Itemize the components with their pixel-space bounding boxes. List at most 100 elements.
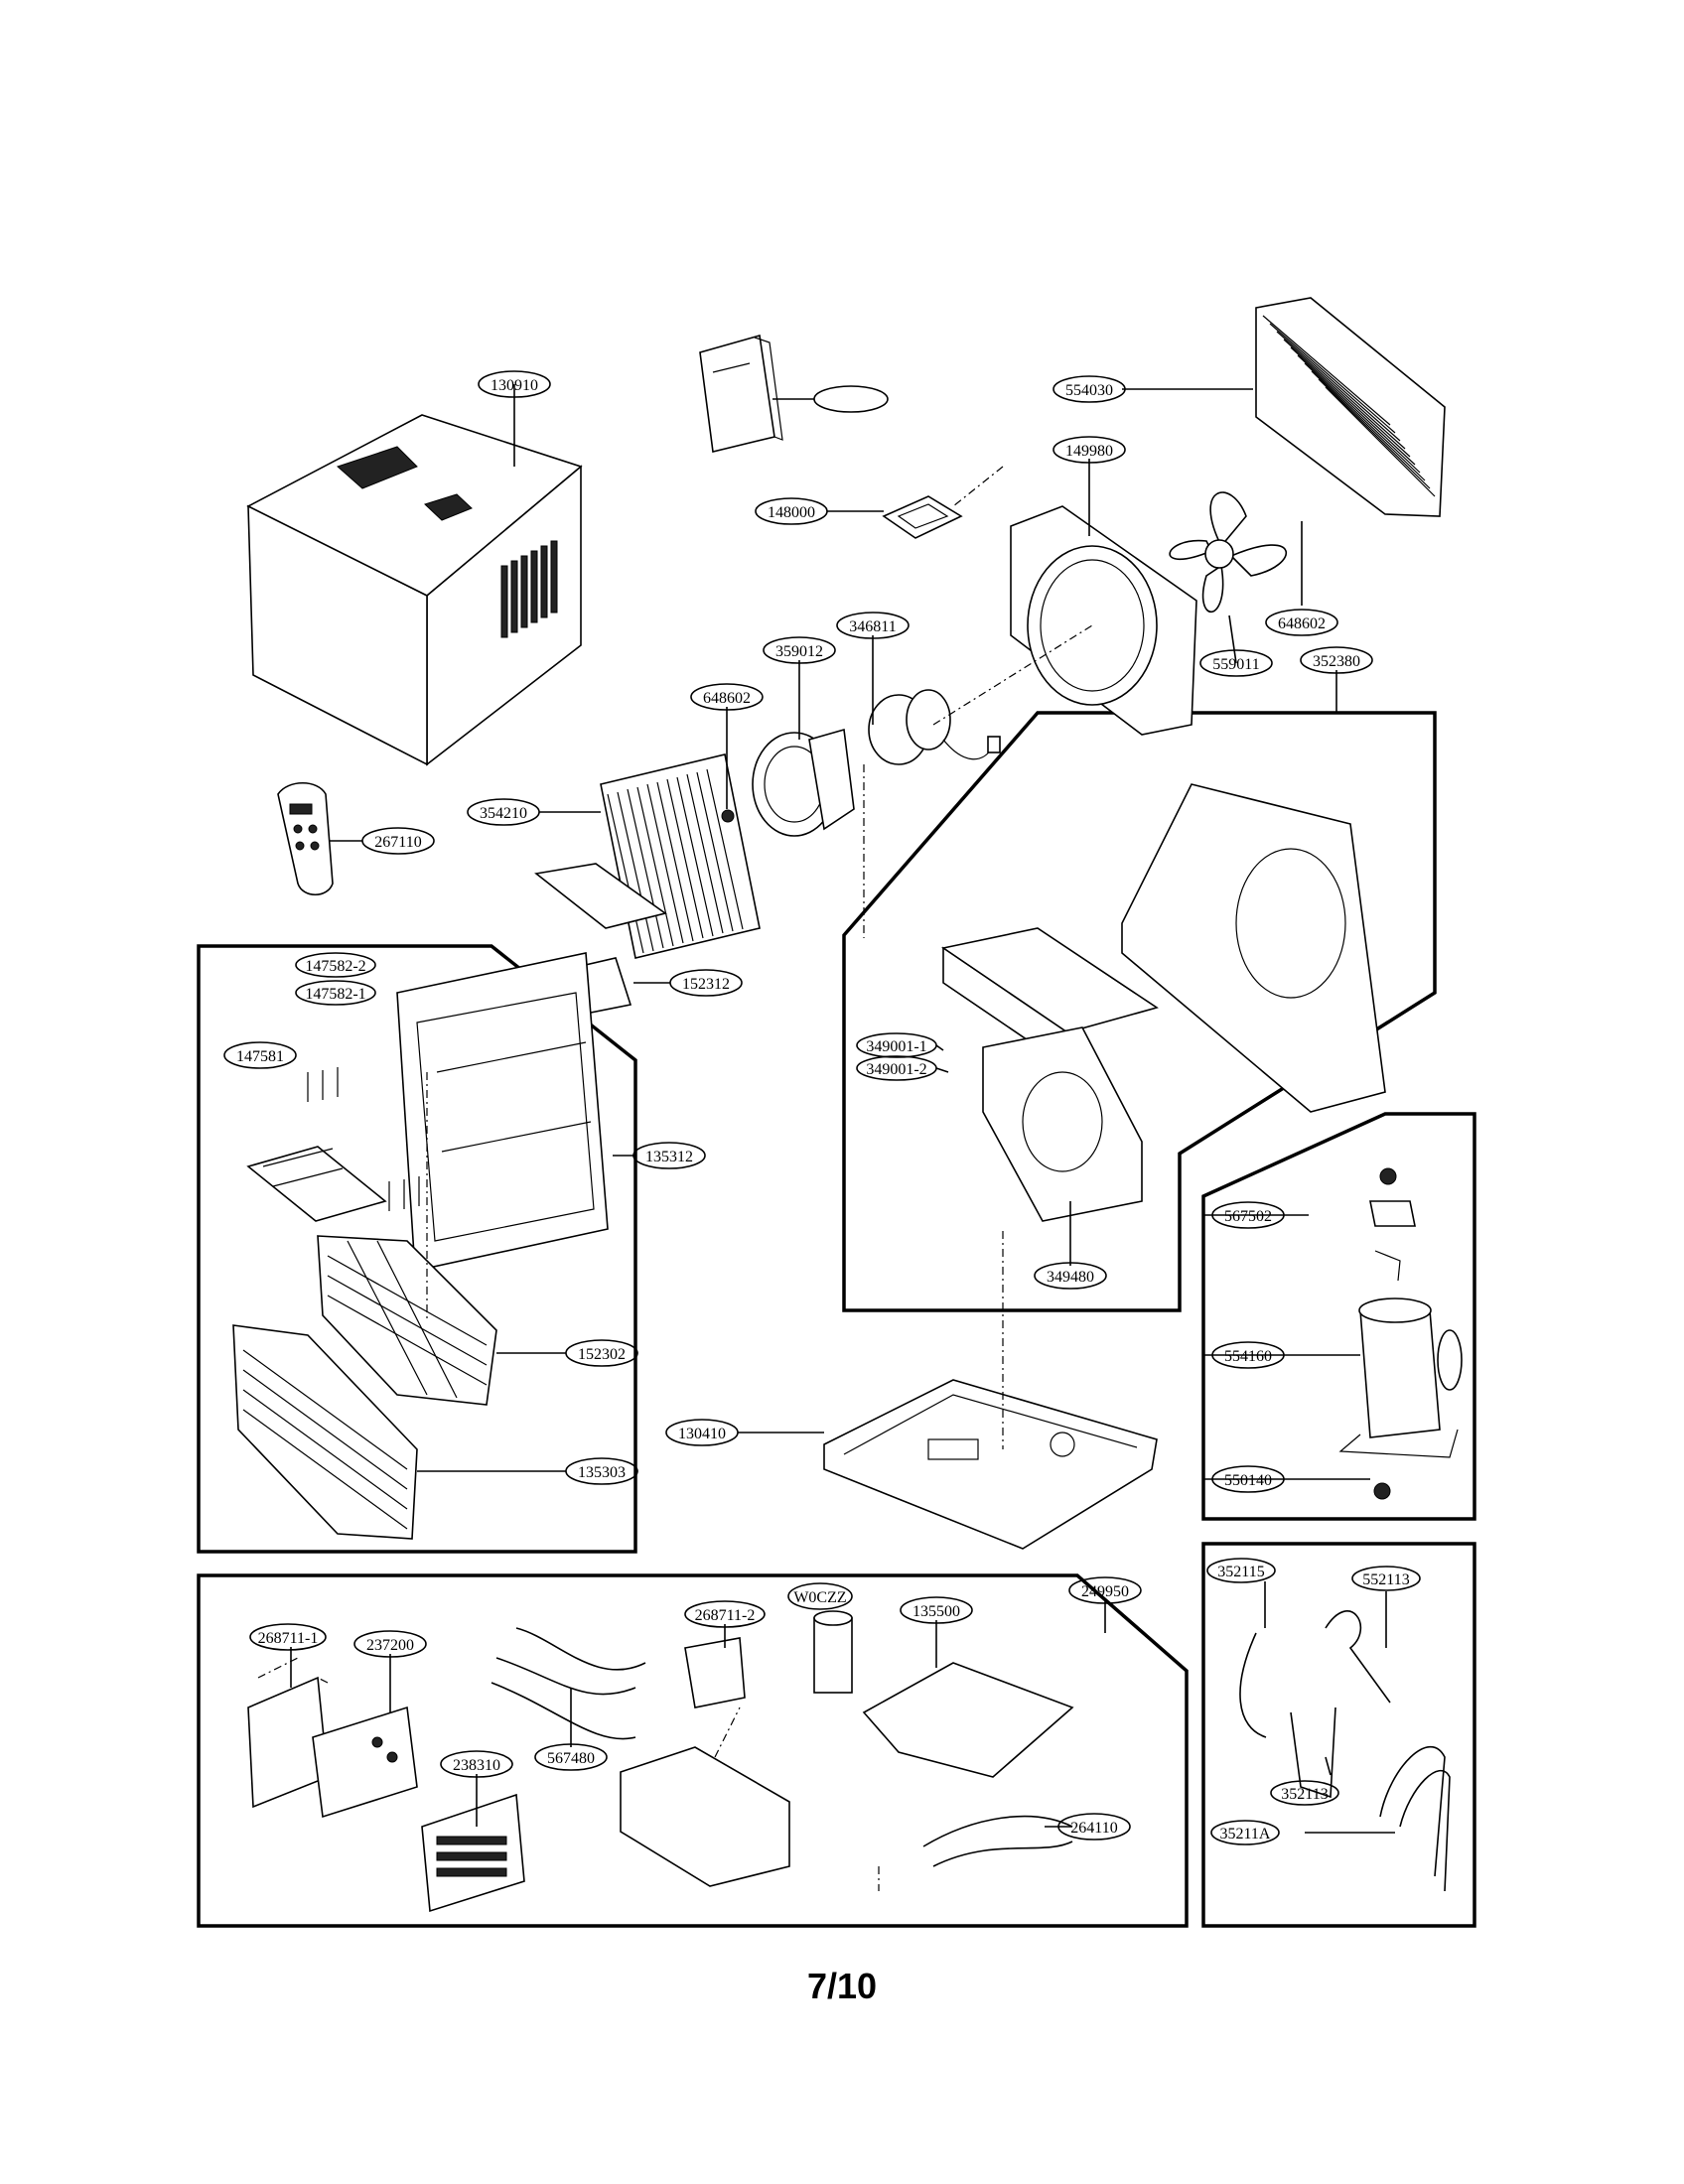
- control-board-illustration: [247, 1676, 525, 1913]
- callout-550140: 550140: [1211, 1465, 1285, 1493]
- part-label: 147582-2: [305, 958, 365, 975]
- part-label: 148000: [768, 504, 815, 521]
- frame-tubing-group: [1201, 1542, 1476, 1928]
- part-label: 359012: [775, 643, 823, 660]
- callout-264110: 264110: [1057, 1813, 1131, 1841]
- callout-130410: 130410: [665, 1419, 739, 1446]
- blower-illustration: [752, 728, 855, 837]
- part-label: 237200: [366, 1637, 414, 1654]
- air-filter-illustration: [317, 1235, 497, 1406]
- part-label: 648602: [703, 690, 751, 707]
- part-label: 152312: [682, 976, 730, 993]
- callout-147581: 147581: [223, 1041, 297, 1069]
- part-label: 238310: [453, 1757, 500, 1774]
- part-label: 130410: [678, 1426, 726, 1442]
- callout-147582-2: 147582-2: [295, 952, 376, 978]
- wiring-illustration: [491, 1627, 1073, 1867]
- leader-lines: [290, 384, 1395, 1834]
- callout-648602-a: 648602: [690, 683, 764, 711]
- callout-152312: 152312: [669, 969, 743, 997]
- bracket-illustration: [882, 495, 963, 539]
- part-label: W0CZZ: [793, 1589, 846, 1606]
- callout-152302: 152302: [565, 1339, 638, 1367]
- part-label: 267110: [374, 834, 421, 851]
- callout-552113: 552113: [1351, 1566, 1421, 1591]
- callout-352113: 352113: [1270, 1780, 1339, 1806]
- callout-130910: 130910: [478, 370, 551, 398]
- part-label: 559011: [1212, 656, 1259, 673]
- part-label: 147582-1: [305, 986, 365, 1003]
- condenser-illustration: [1255, 297, 1446, 517]
- front-panel-illustration: [232, 1324, 418, 1540]
- part-label: 135500: [912, 1603, 960, 1620]
- compressor-illustration: [1338, 1167, 1463, 1500]
- callout-W0CZZ: W0CZZ: [787, 1582, 853, 1610]
- motor-illustration: [868, 689, 1001, 765]
- part-label: 264110: [1070, 1820, 1117, 1837]
- callout-359012: 359012: [763, 636, 836, 664]
- front-grille-illustration: [396, 952, 609, 1272]
- part-label: 554030: [1065, 382, 1113, 399]
- callout-349001-2: 349001-2: [856, 1055, 937, 1081]
- condenser-fan-illustration: [1169, 491, 1288, 614]
- callout-135500: 135500: [900, 1596, 973, 1624]
- part-label: 135303: [578, 1464, 626, 1481]
- part-label: 130910: [491, 377, 538, 394]
- part-label: 147581: [236, 1048, 284, 1065]
- tubing-illustration: [1239, 1610, 1451, 1892]
- callout-346811: 346811: [836, 612, 910, 639]
- callout-268711-2: 268711-2: [684, 1600, 766, 1628]
- callout-149980: 149980: [1052, 436, 1126, 464]
- part-label: 149980: [1065, 443, 1113, 460]
- shroud-illustration: [1010, 505, 1197, 736]
- callout-349001-1: 349001-1: [856, 1032, 937, 1058]
- page-number: 7/10: [806, 1966, 878, 2006]
- manual-callout-blank: [813, 385, 889, 413]
- callout-237200: 237200: [353, 1630, 427, 1658]
- part-label: 249950: [1081, 1583, 1129, 1600]
- callout-554160: 554160: [1211, 1341, 1285, 1369]
- part-label: 352380: [1313, 653, 1360, 670]
- part-label: 567480: [547, 1750, 595, 1767]
- part-label: 135312: [645, 1149, 693, 1165]
- cabinet-illustration: [246, 414, 583, 766]
- callout-35211A: 35211A: [1210, 1820, 1280, 1845]
- base-pan-illustration: [823, 1379, 1158, 1550]
- louver-illustration: [246, 1067, 420, 1222]
- part-label: 268711-1: [258, 1630, 319, 1647]
- callout-567502: 567502: [1211, 1201, 1285, 1229]
- callout-567480: 567480: [534, 1743, 608, 1771]
- part-label: 35211A: [1220, 1826, 1271, 1843]
- part-label: 554160: [1224, 1348, 1272, 1365]
- callout-148000: 148000: [755, 497, 828, 525]
- callout-135312: 135312: [632, 1142, 706, 1169]
- alignment-lines: [257, 466, 1093, 1891]
- part-label: 349001-1: [866, 1038, 926, 1055]
- evaporator-illustration: [600, 753, 761, 959]
- part-label: 268711-2: [695, 1607, 756, 1624]
- frame-front-grille-group: [197, 944, 637, 1554]
- part-label: 346811: [849, 618, 896, 635]
- part-label: 550140: [1224, 1472, 1272, 1489]
- callout-352380: 352380: [1300, 646, 1373, 674]
- callout-238310: 238310: [440, 1750, 513, 1778]
- manual-illustration: [699, 334, 783, 453]
- part-label: 648602: [1278, 615, 1326, 632]
- callout-147582-1: 147582-1: [295, 980, 376, 1006]
- part-label: 352115: [1217, 1564, 1264, 1580]
- part-label: 349480: [1047, 1269, 1094, 1286]
- part-callouts: 130910 554030 149980 148000 346811 35901…: [223, 370, 1421, 1845]
- part-label: 567502: [1224, 1208, 1272, 1225]
- part-label: 349001-2: [866, 1061, 926, 1078]
- frame-control-box-group: [197, 1573, 1189, 1928]
- callout-352115: 352115: [1206, 1558, 1276, 1583]
- callout-554030: 554030: [1052, 375, 1126, 403]
- callout-268711-1: 268711-1: [249, 1623, 327, 1651]
- callout-559011: 559011: [1199, 649, 1273, 677]
- part-label: 352113: [1281, 1786, 1328, 1803]
- frame-compressor-group: [1201, 1112, 1476, 1521]
- callout-354210: 354210: [467, 798, 540, 826]
- group-frames: [197, 711, 1476, 1928]
- callout-135303: 135303: [565, 1457, 638, 1485]
